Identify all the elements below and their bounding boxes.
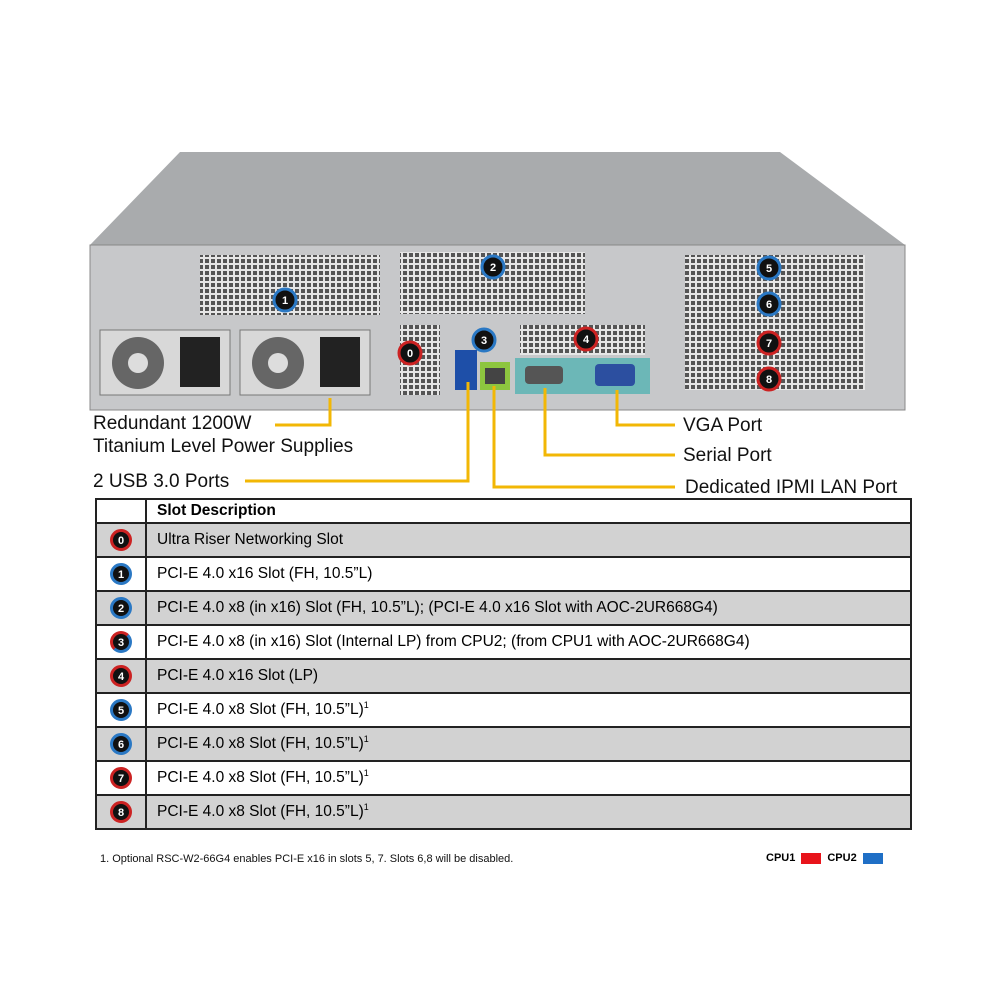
footnote-ref: 1	[363, 700, 369, 711]
slot-number-badge: 8	[110, 801, 132, 823]
svg-text:5: 5	[766, 263, 772, 275]
table-row: 7 PCI-E 4.0 x8 Slot (FH, 10.5”L)1	[95, 760, 912, 796]
slot-number-badge: 4	[110, 665, 132, 687]
power-supplies	[99, 329, 371, 396]
slot-description: PCI-E 4.0 x8 Slot (FH, 10.5”L)	[157, 735, 364, 753]
slot-number-badge: 6	[110, 733, 132, 755]
chassis-top	[90, 152, 905, 245]
cpu-legend: CPU1 CPU2	[766, 852, 883, 864]
callout-ipmi: Dedicated IPMI LAN Port	[685, 477, 898, 498]
svg-text:4: 4	[583, 334, 590, 346]
slot-description: PCI-E 4.0 x16 Slot (LP)	[157, 667, 319, 685]
badge-3: 3	[471, 327, 497, 353]
svg-text:3: 3	[481, 335, 487, 347]
legend-cpu2-label: CPU2	[827, 852, 857, 864]
slot-description: PCI-E 4.0 x8 Slot (FH, 10.5”L)	[157, 769, 364, 787]
footnote: 1. Optional RSC-W2-66G4 enables PCI-E x1…	[100, 853, 514, 865]
badge-5: 5	[756, 255, 782, 281]
legend-cpu2-swatch	[862, 852, 883, 864]
svg-text:6: 6	[766, 299, 772, 311]
legend-cpu1-swatch	[801, 852, 822, 864]
slot-number-badge: 1	[110, 563, 132, 585]
table-header: Slot Description	[95, 498, 912, 524]
footnote-ref: 1	[363, 734, 369, 745]
legend-cpu1-label: CPU1	[766, 852, 796, 864]
badge-1: 1	[272, 287, 298, 313]
svg-text:1: 1	[282, 295, 288, 307]
badge-6: 6	[756, 291, 782, 317]
table-row: 6 PCI-E 4.0 x8 Slot (FH, 10.5”L)1	[95, 726, 912, 762]
serial-port	[525, 366, 563, 384]
table-row: 1 PCI-E 4.0 x16 Slot (FH, 10.5”L)	[95, 556, 912, 592]
slot-description: PCI-E 4.0 x8 Slot (FH, 10.5”L)	[157, 701, 364, 719]
table-row: 4 PCI-E 4.0 x16 Slot (LP)	[95, 658, 912, 694]
svg-text:7: 7	[766, 338, 772, 350]
slot-description: PCI-E 4.0 x8 Slot (FH, 10.5”L)	[157, 803, 364, 821]
slot-table: Slot Description 0 Ultra Riser Networking…	[95, 498, 912, 830]
slot-description: PCI-E 4.0 x8 (in x16) Slot (FH, 10.5”L);…	[157, 599, 718, 617]
table-row: 5 PCI-E 4.0 x8 Slot (FH, 10.5”L)1	[95, 692, 912, 728]
footnote-ref: 1	[363, 802, 369, 813]
slot-number-badge: 3	[110, 631, 132, 653]
slot-description: PCI-E 4.0 x16 Slot (FH, 10.5”L)	[157, 565, 373, 583]
footnote-ref: 1	[363, 768, 369, 779]
callout-serial: Serial Port	[683, 445, 772, 466]
callout-vga: VGA Port	[683, 415, 763, 436]
badge-0: 0	[397, 340, 423, 366]
svg-text:8: 8	[766, 374, 772, 386]
callout-lines	[245, 382, 675, 489]
badge-8: 8	[756, 366, 782, 392]
callout-psu-line2: Titanium Level Power Supplies	[93, 436, 354, 457]
badge-2: 2	[480, 254, 506, 280]
table-row: 8 PCI-E 4.0 x8 Slot (FH, 10.5”L)1	[95, 794, 912, 830]
slot-badges: 1 2 3 0 4 5 6 7 8	[272, 254, 782, 392]
vga-port	[595, 364, 635, 386]
callout-psu-line1: Redundant 1200W	[93, 413, 252, 434]
slot-number-badge: 2	[110, 597, 132, 619]
slot-number-badge: 5	[110, 699, 132, 721]
svg-text:0: 0	[407, 348, 413, 360]
slot-number-badge: 0	[110, 529, 132, 551]
usb-ports	[455, 350, 477, 390]
header-slot-description: Slot Description	[145, 498, 912, 524]
slot-description: PCI-E 4.0 x8 (in x16) Slot (Internal LP)…	[157, 633, 750, 651]
callout-usb: 2 USB 3.0 Ports	[93, 471, 230, 492]
table-row: 2 PCI-E 4.0 x8 (in x16) Slot (FH, 10.5”L)…	[95, 590, 912, 626]
slot-number-badge: 7	[110, 767, 132, 789]
callout-psu: Redundant 1200W Titanium Level Power Sup…	[93, 412, 353, 458]
badge-7: 7	[756, 330, 782, 356]
table-row: 3 PCI-E 4.0 x8 (in x16) Slot (Internal LP…	[95, 624, 912, 660]
table-row: 0 Ultra Riser Networking Slot	[95, 522, 912, 558]
svg-text:2: 2	[490, 262, 496, 274]
slot-description: Ultra Riser Networking Slot	[157, 531, 344, 549]
badge-4: 4	[573, 326, 599, 352]
server-rear-illustration: 1 2 3 0 4 5 6 7 8	[89, 152, 906, 489]
